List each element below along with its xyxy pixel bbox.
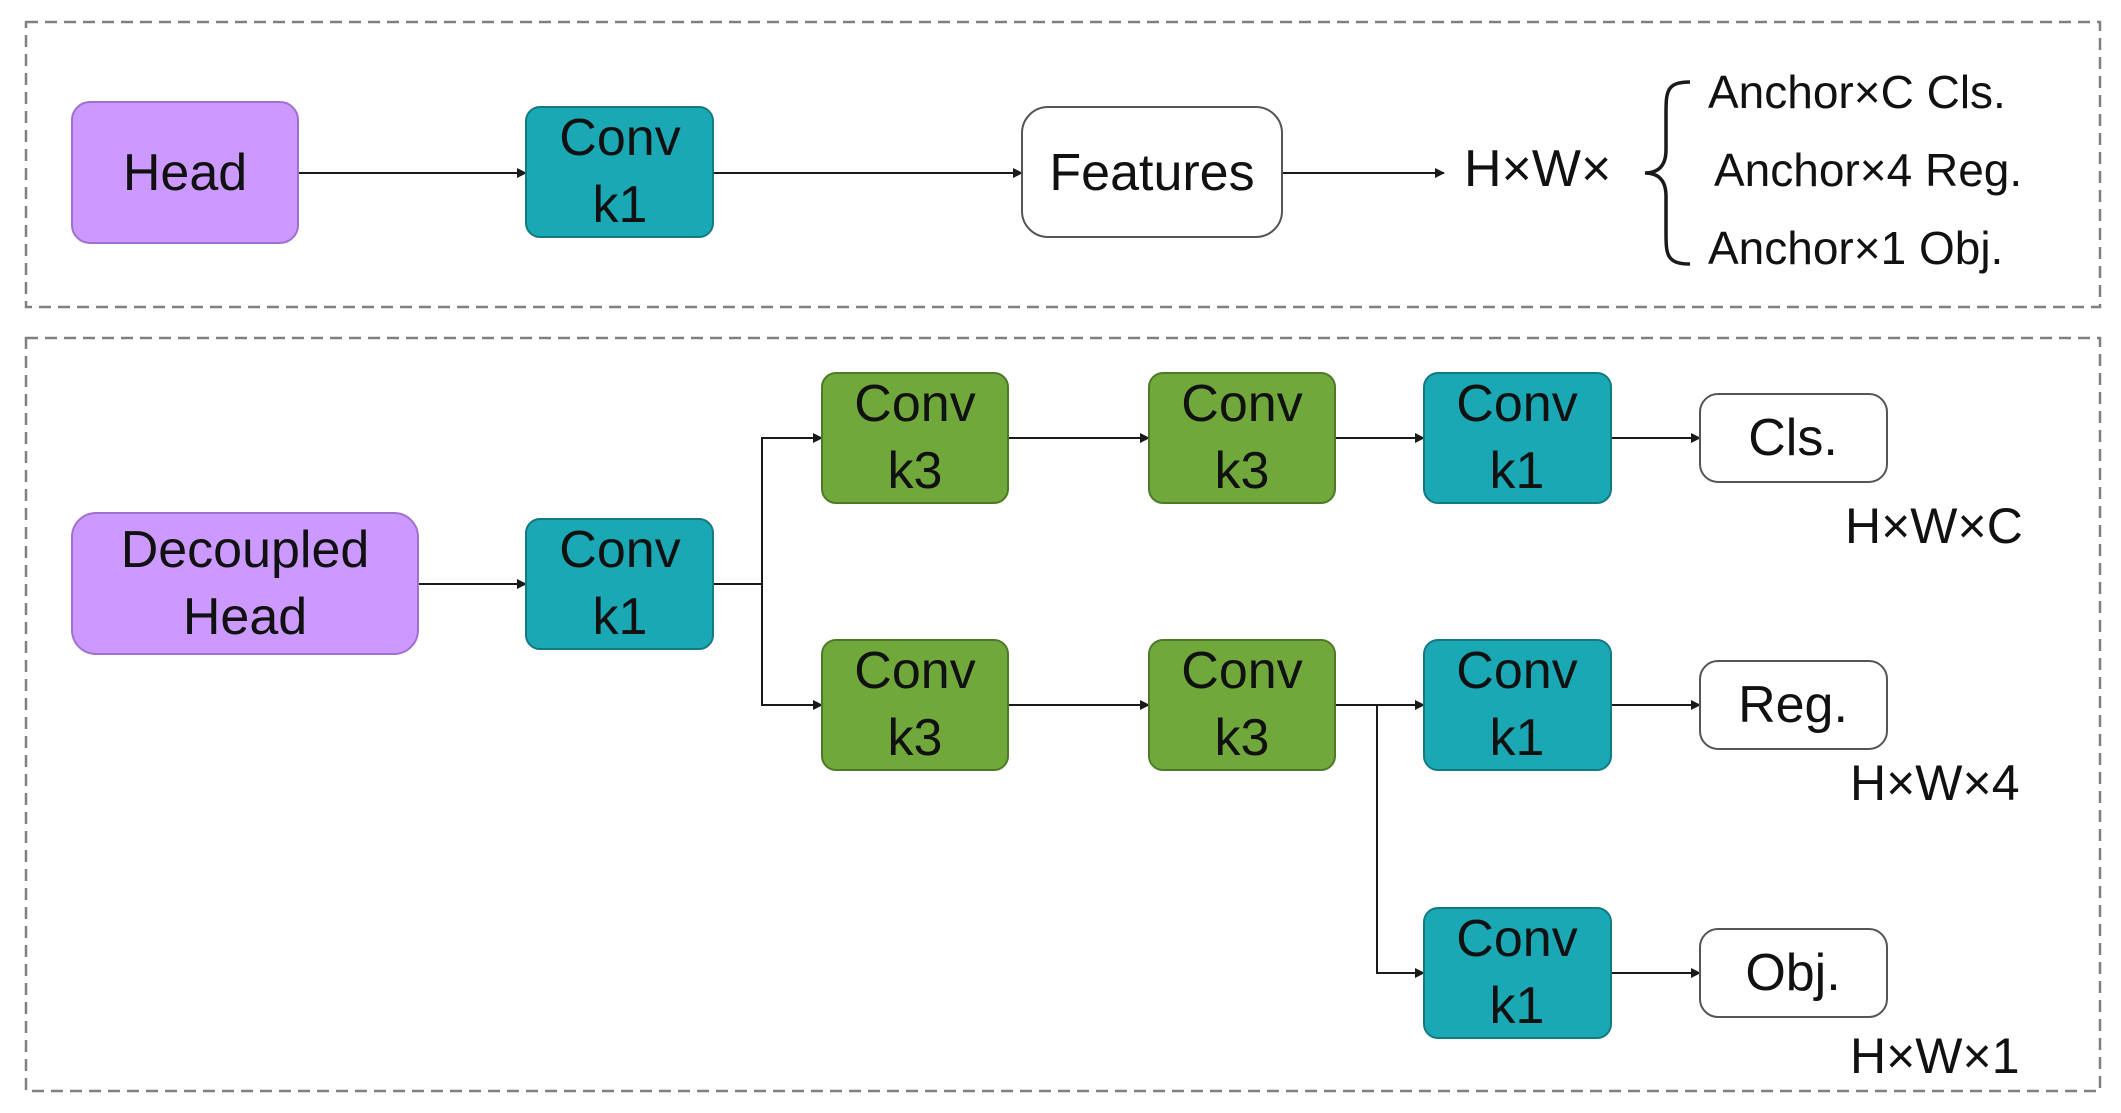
cls-conv-k3-a-shape <box>821 372 1009 504</box>
decoupled-head-line1: Decoupled <box>121 521 370 579</box>
cls-output-shape-label: H×W×C <box>1845 498 2023 554</box>
cls-conv-k3-b-line2: k3 <box>1215 442 1270 500</box>
stem-conv-k1-line1: Conv <box>559 521 680 579</box>
cls-conv-k3-a-box: Conv k3 <box>821 372 1009 504</box>
cls-conv-k1-line2: k1 <box>1490 442 1545 500</box>
cls-conv-k3-b-shape <box>1148 372 1336 504</box>
features-box-label: Features <box>1049 144 1254 202</box>
head-box: Head <box>71 101 299 244</box>
reg-conv-k3-b-shape <box>1148 639 1336 771</box>
coupled-conv-k1-box: Conv k1 <box>525 106 714 238</box>
obj-output-shape-label: H×W×1 <box>1850 1028 2020 1084</box>
reg-conv-k1-line1: Conv <box>1456 642 1577 700</box>
coupled-conv-k1-line2: k1 <box>593 176 648 234</box>
coupled-head-panel-border <box>24 20 2102 309</box>
decoupled-head-line2: Head <box>183 588 307 646</box>
stem-conv-k1-shape <box>525 518 714 650</box>
reg-output-label: Reg. <box>1738 676 1848 734</box>
obj-output-box: Obj. <box>1699 928 1888 1018</box>
stem-conv-k1-box: Conv k1 <box>525 518 714 650</box>
coupled-output-reg: Anchor×4 Reg. <box>1714 144 2022 196</box>
cls-conv-k3-a-line2: k3 <box>888 442 943 500</box>
cls-output-label: Cls. <box>1748 409 1838 467</box>
features-box: Features <box>1021 106 1283 238</box>
obj-branch: Conv k1 Obj. H×W×1 <box>1423 907 2020 1084</box>
coupled-conv-k1-line1: Conv <box>559 109 680 167</box>
reg-conv-k3-a-line2: k3 <box>888 709 943 767</box>
obj-conv-k1-line2: k1 <box>1490 977 1545 1035</box>
reg-output-box: Reg. <box>1699 660 1888 750</box>
coupled-output-cls: Anchor×C Cls. <box>1708 66 2006 118</box>
decoupled-head-box: Decoupled Head <box>71 512 419 655</box>
coupled-conv-k1-shape <box>525 106 714 238</box>
reg-conv-k3-b-line2: k3 <box>1215 709 1270 767</box>
coupled-output-obj: Anchor×1 Obj. <box>1708 222 2003 274</box>
connector-split-to-cls-branch <box>761 433 823 584</box>
coupled-head-panel: Head Conv k1 Features H×W× Anchor×C Cls.… <box>24 20 2102 309</box>
cls-conv-k3-a-line1: Conv <box>854 375 975 433</box>
reg-conv-k3-a-box: Conv k3 <box>821 639 1009 771</box>
cls-branch: Conv k3 Conv k3 Conv k1 Cls. H×W×C <box>821 372 2023 554</box>
reg-conv-k1-shape <box>1423 639 1612 771</box>
cls-conv-k1-box: Conv k1 <box>1423 372 1612 504</box>
cls-output-box: Cls. <box>1699 393 1888 483</box>
decoupled-head-box-shape <box>71 512 419 655</box>
connector-reg-split-to-obj <box>1376 705 1425 978</box>
obj-output-shape <box>1699 928 1888 1018</box>
reg-output-shape <box>1699 660 1888 750</box>
head-box-shape <box>71 101 299 244</box>
cls-output-shape <box>1699 393 1888 483</box>
cls-conv-k3-b-line1: Conv <box>1181 375 1302 433</box>
reg-branch: Conv k3 Conv k3 Conv k1 Reg. H×W×4 <box>821 639 2020 811</box>
reg-output-shape-label: H×W×4 <box>1850 755 2020 811</box>
head-box-label: Head <box>123 144 247 202</box>
reg-conv-k3-b-box: Conv k3 <box>1148 639 1336 771</box>
stem-conv-k1-line2: k1 <box>593 588 648 646</box>
decoupled-head-panel: Decoupled Head Conv k1 Conv k3 Conv k3 C… <box>24 336 2102 1093</box>
cls-conv-k1-shape <box>1423 372 1612 504</box>
reg-conv-k1-line2: k1 <box>1490 709 1545 767</box>
curly-brace-icon <box>1644 80 1691 266</box>
coupled-shape-prefix: H×W× <box>1464 140 1611 198</box>
cls-conv-k3-b-box: Conv k3 <box>1148 372 1336 504</box>
obj-conv-k1-line1: Conv <box>1456 910 1577 968</box>
features-box-shape <box>1021 106 1283 238</box>
decoupled-head-panel-border <box>24 336 2102 1093</box>
obj-conv-k1-box: Conv k1 <box>1423 907 1612 1039</box>
connector-split-to-reg-branch <box>761 584 823 710</box>
obj-output-label: Obj. <box>1745 944 1840 1002</box>
reg-conv-k3-a-shape <box>821 639 1009 771</box>
reg-conv-k3-a-line1: Conv <box>854 642 975 700</box>
obj-conv-k1-shape <box>1423 907 1612 1039</box>
cls-conv-k1-line1: Conv <box>1456 375 1577 433</box>
reg-conv-k1-box: Conv k1 <box>1423 639 1612 771</box>
reg-conv-k3-b-line1: Conv <box>1181 642 1302 700</box>
